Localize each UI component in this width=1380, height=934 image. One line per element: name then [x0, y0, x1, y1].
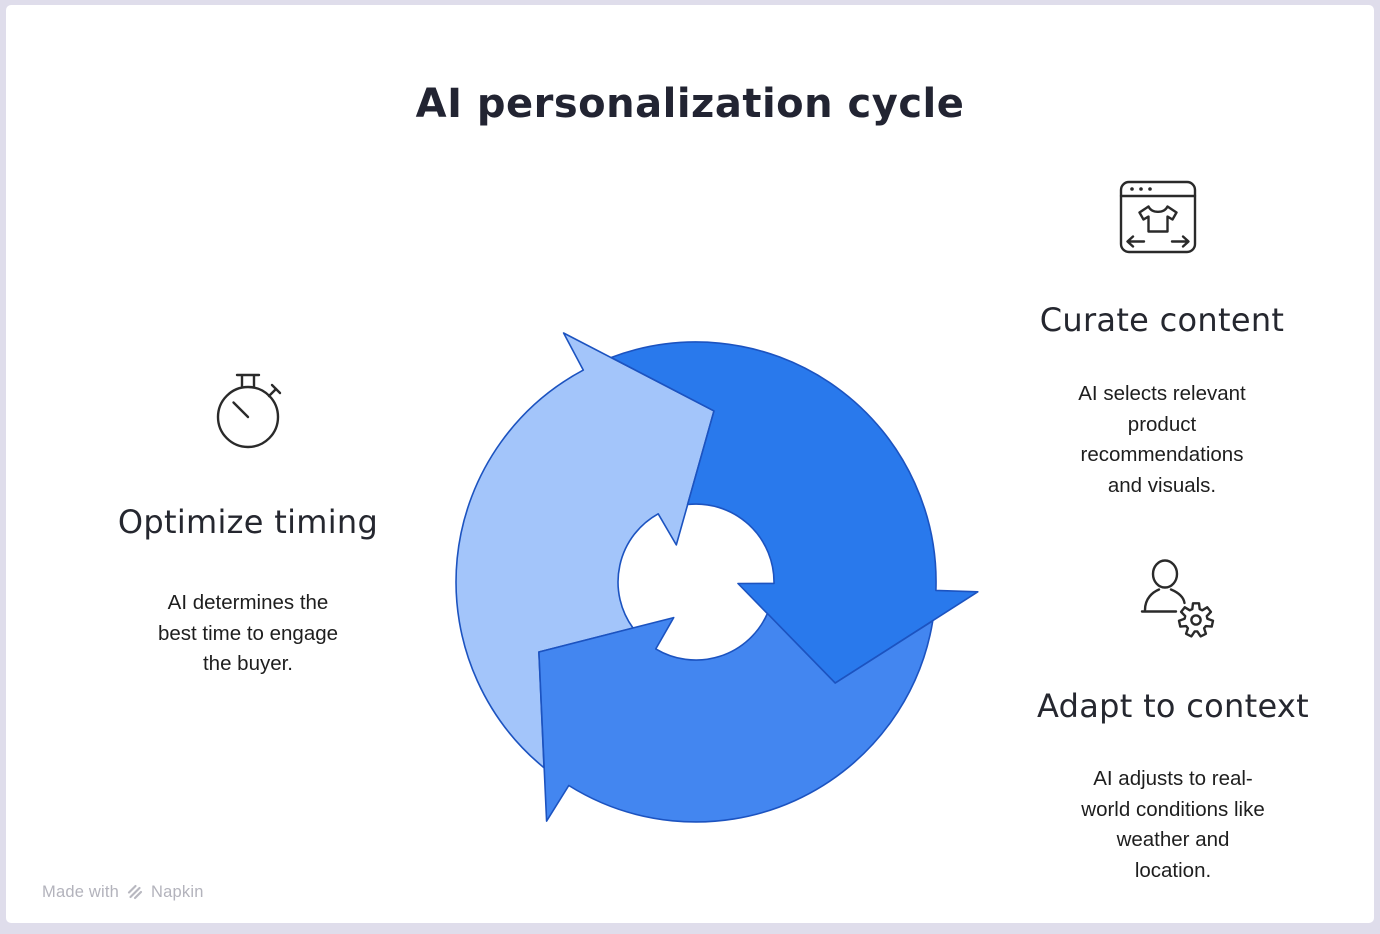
watermark-brand: Napkin [151, 882, 204, 901]
section-adapt-to-context: Adapt to context AI adjusts to real- wor… [979, 687, 1367, 886]
cycle-arrow-1 [455, 332, 715, 769]
section-heading: Curate content [1039, 301, 1285, 339]
cycle-arrow-3 [538, 612, 934, 823]
napkin-logo-icon [127, 884, 143, 900]
page-title: AI personalization cycle [415, 81, 965, 127]
section-body: AI selects relevant product recommendati… [1078, 382, 1246, 497]
product-browser-icon [1119, 180, 1197, 254]
diagram-card: AI personalization cycle Optimize timing… [6, 5, 1374, 923]
section-heading: Adapt to context [1037, 687, 1309, 725]
user-gear-icon [1140, 559, 1215, 638]
cycle-arrow-2 [610, 341, 979, 684]
cycle-diagram [455, 332, 979, 823]
section-curate-content: Curate content AI selects relevant produ… [979, 301, 1345, 501]
watermark: Made with Napkin [42, 880, 204, 904]
section-body: AI adjusts to real- world conditions lik… [1081, 767, 1265, 882]
section-heading: Optimize timing [117, 503, 379, 541]
stopwatch-icon [216, 373, 282, 449]
section-optimize-timing: Optimize timing AI determines the best t… [68, 503, 428, 680]
watermark-prefix: Made with [42, 882, 120, 901]
section-body: AI determines the best time to engage th… [157, 591, 339, 676]
